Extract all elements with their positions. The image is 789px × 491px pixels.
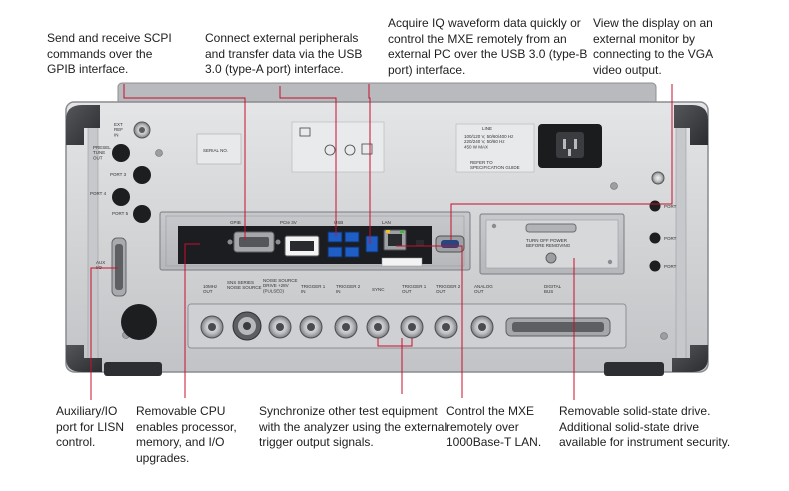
mini-display-port[interactable] — [416, 240, 424, 246]
usb-a-port-3[interactable] — [344, 231, 360, 243]
usb-b-port[interactable] — [365, 235, 379, 253]
label-port-5: PORT 5 — [112, 211, 129, 216]
label-lan: LAN — [382, 220, 391, 225]
bumper-top-right — [674, 105, 708, 145]
bnc-trigger-2-out[interactable] — [434, 315, 458, 339]
bnc-analog-out[interactable] — [470, 315, 494, 339]
bnc-10mhz-out[interactable] — [200, 315, 224, 339]
line-vga — [450, 84, 673, 240]
callout-gpib: Send and receive SCPI commands over the … — [47, 31, 172, 76]
callout-trigger: Synchronize other test equipment with th… — [259, 404, 448, 449]
bnc-sync[interactable] — [366, 315, 390, 339]
bnc-noise-source-drive[interactable] — [268, 315, 292, 339]
port-4-blank — [112, 188, 130, 206]
callout-usb-b: Acquire IQ waveform data quickly or cont… — [388, 16, 588, 77]
label-gpib: GPIB — [230, 220, 241, 225]
certification-label — [291, 121, 385, 173]
label-usb: USB — [334, 220, 343, 225]
label-serial-no: SERIAL NO. — [203, 148, 228, 153]
bnc-trigger-1-in[interactable] — [299, 315, 323, 339]
line-gpib — [123, 84, 246, 240]
usb-a-port-2[interactable] — [327, 246, 343, 258]
right-port-12 — [649, 232, 661, 244]
port-5-blank — [133, 205, 151, 223]
callout-aux: Auxiliary/IO port for LISN control. — [56, 404, 125, 449]
label-right-port-a: PORT — [664, 204, 677, 209]
line-trigger-branch — [377, 338, 413, 347]
side-rail-right — [675, 107, 687, 367]
presel-tune-out-port — [112, 144, 130, 162]
serial-sticker — [381, 257, 423, 267]
ssd-handle[interactable] — [525, 223, 577, 233]
callout-lan: Control the MXE remotely over 1000Base-T… — [446, 404, 542, 449]
foot-right — [604, 362, 664, 376]
usb-a-port-1[interactable] — [327, 231, 343, 243]
right-port-11 — [649, 200, 661, 212]
bumper-bottom-right — [672, 345, 708, 372]
line-lan — [396, 245, 463, 398]
right-connector-top[interactable] — [651, 171, 665, 185]
line-usb-a — [279, 86, 337, 236]
callout-lines — [90, 84, 673, 400]
callout-cpu: Removable CPU enables processor, memory,… — [136, 404, 237, 465]
label-port-3: PORT 3 — [110, 172, 127, 177]
line-usb-b — [368, 84, 371, 244]
callout-ssd: Removable solid-state drive. Additional … — [559, 404, 731, 449]
foot-left — [104, 362, 162, 376]
bnc-trigger-2-in[interactable] — [334, 315, 358, 339]
sns-connector[interactable] — [232, 311, 262, 341]
line-rating-label — [455, 123, 535, 173]
line-cpu — [184, 243, 200, 398]
ssd-thumbscrew[interactable] — [545, 252, 557, 264]
serial-plate — [196, 133, 242, 165]
label-port-4: PORT 4 — [90, 191, 107, 196]
bnc-trigger-1-out[interactable] — [400, 315, 424, 339]
bumper-top-left — [66, 105, 100, 145]
callout-vga: View the display on an external monitor … — [593, 16, 714, 77]
large-blank-port — [121, 304, 157, 340]
label-right-port-b: PORT — [664, 236, 677, 241]
right-port-13 — [649, 260, 661, 272]
label-right-port-c: PORT — [664, 264, 677, 269]
label-line: LINE — [482, 126, 492, 131]
line-aux — [90, 267, 118, 400]
digital-bus-connector[interactable] — [505, 317, 611, 337]
label-pcie: PCIe 3V — [280, 220, 297, 225]
label-sync: SYNC — [372, 287, 385, 292]
usb-a-port-4[interactable] — [344, 246, 360, 258]
callout-usb-a: Connect external peripherals and transfe… — [205, 31, 363, 76]
port-3-blank — [133, 166, 151, 184]
bumper-bottom-left — [66, 345, 102, 372]
